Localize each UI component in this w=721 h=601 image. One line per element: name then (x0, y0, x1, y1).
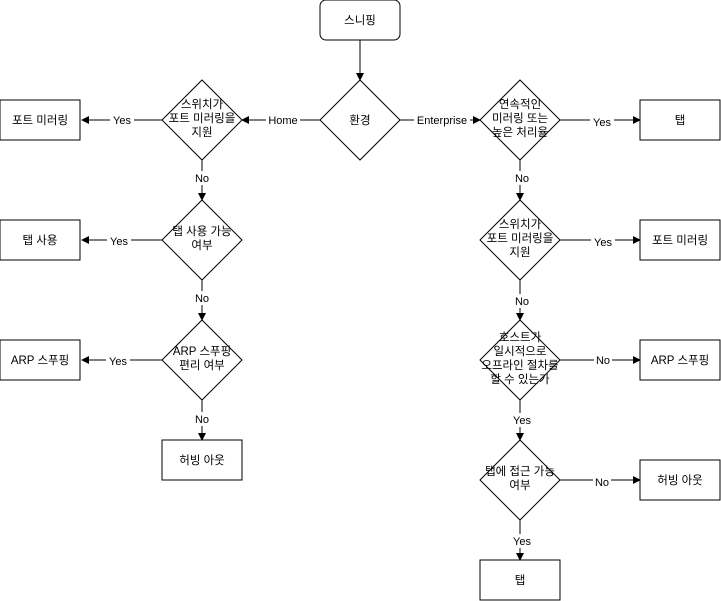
edge-label-yes: Yes (513, 536, 531, 548)
node-label-line: 스위치가 (499, 218, 542, 231)
node-label-line: 탭 (675, 114, 686, 127)
edge-label-yes: Yes (513, 415, 531, 427)
svg-text:탭: 탭 (515, 574, 526, 587)
node-label-line: ARP 스푸핑 (11, 354, 69, 367)
edge-label-no: No (195, 414, 209, 426)
node-label-line: ARP 스푸핑 (651, 354, 709, 367)
edge-label-yes: Yes (593, 117, 611, 129)
node-label-line: 높은 처리율 (492, 126, 548, 139)
edge-label-no: No (515, 296, 529, 308)
node-label-line: 포트 미러링 (652, 234, 708, 247)
svg-text:탭: 탭 (675, 114, 686, 127)
node-label-line: 편리 여부 (179, 359, 225, 372)
edge-label-no: No (195, 293, 209, 305)
box-home-port-mirror: 포트 미러링 (0, 99, 81, 141)
svg-text:환경: 환경 (349, 113, 370, 127)
node-label-line: ARP 스푸핑 (173, 345, 231, 358)
node-label-line: 스위치가 (181, 98, 224, 111)
node-label-line: 여부 (191, 239, 212, 252)
svg-text:탭 사용: 탭 사용 (23, 234, 58, 247)
box-enterprise-port-mirror: 포트 미러링 (639, 219, 721, 261)
edge-label-yes: Yes (109, 356, 127, 368)
node-label-line: 탭 사용 가능 (172, 225, 231, 238)
edge-label-home: Home (268, 115, 297, 127)
node-label-line: 오프라인 절차를 (481, 358, 558, 372)
edge-label-no: No (596, 355, 610, 367)
node-label-line: 포트 미러링을 (169, 112, 236, 125)
box-enterprise-hub: 허빙 아웃 (639, 459, 721, 501)
node-label-line: 미러링 또는 (492, 112, 548, 125)
box-enterprise-arp: ARP 스푸핑 (639, 339, 721, 381)
edge-labels: Home Enterprise Yes No Yes No Yes No Yes… (106, 113, 615, 548)
edge-label-no: No (515, 173, 529, 185)
decision-env: 환경 (319, 79, 401, 161)
edge-label-yes: Yes (110, 236, 128, 248)
node-label-line: 일시적으로 (494, 344, 547, 358)
node-label-line: 탭 (515, 574, 526, 587)
svg-text:ARP 스푸핑: ARP 스푸핑 (651, 354, 709, 367)
node-label-line: 지원 (509, 245, 530, 259)
edge-label-no: No (595, 477, 609, 489)
node-label-line: 지원 (191, 125, 212, 139)
node-label-line: 할 수 있는가 (490, 373, 550, 386)
edge-label-yes: Yes (113, 115, 131, 127)
node-label-line: 탭에 접근 가능 (485, 465, 555, 478)
node-label-line: 탭 사용 (23, 234, 58, 247)
node-label-line: 허빙 아웃 (179, 454, 225, 467)
node-label-line: 포트 미러링 (12, 114, 68, 127)
node-label-line: 스니핑 (344, 14, 376, 27)
box-home-arp: ARP 스푸핑 (0, 339, 81, 381)
svg-text:허빙 아웃: 허빙 아웃 (657, 474, 703, 487)
box-enterprise-tap-final: 탭 (479, 559, 561, 601)
edge-label-no: No (195, 173, 209, 185)
svg-text:포트 미러링: 포트 미러링 (652, 234, 708, 247)
edge-label-yes: Yes (594, 237, 612, 249)
edge-label-enterprise: Enterprise (417, 115, 467, 127)
svg-text:ARP 스푸핑: ARP 스푸핑 (11, 354, 69, 367)
svg-text:포트 미러링: 포트 미러링 (12, 114, 68, 127)
node-label-line: 연속적인 (499, 98, 541, 111)
node-label-line: 포트 미러링을 (487, 232, 554, 245)
node-label-line: 호스트가 (499, 331, 542, 344)
node-label-line: 허빙 아웃 (657, 474, 703, 487)
node-label-line: 환경 (349, 113, 370, 127)
box-home-tap-use: 탭 사용 (0, 219, 81, 261)
node-start: 스니핑 (319, 0, 401, 41)
svg-text:허빙 아웃: 허빙 아웃 (179, 454, 225, 467)
box-enterprise-tap: 탭 (639, 99, 721, 141)
box-home-hub: 허빙 아웃 (161, 439, 243, 481)
svg-text:스니핑: 스니핑 (344, 14, 376, 27)
node-label-line: 여부 (509, 479, 530, 492)
